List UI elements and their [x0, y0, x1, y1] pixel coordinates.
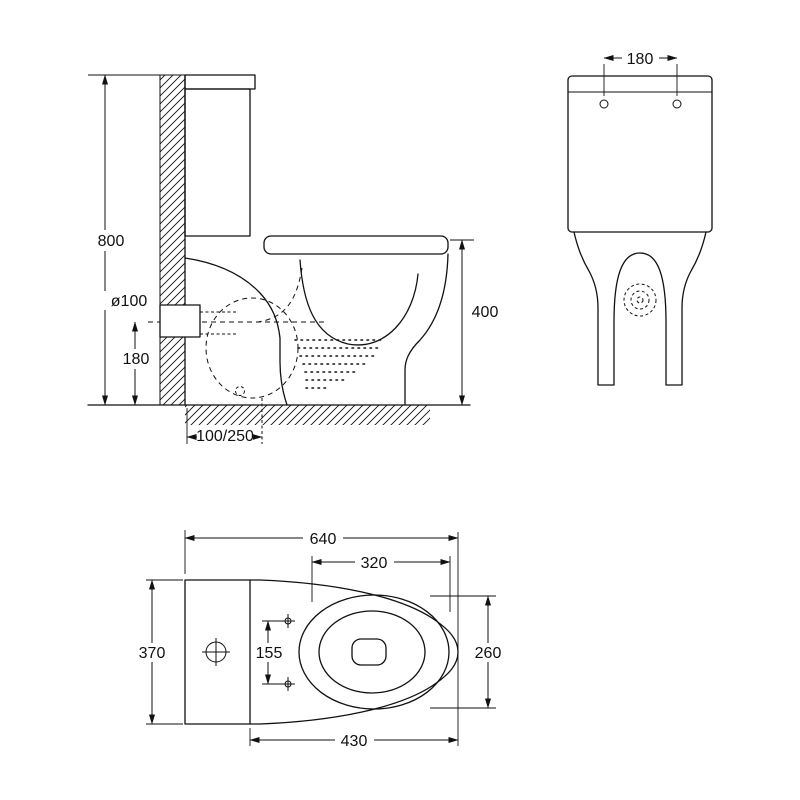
cistern-body-side — [184, 88, 251, 237]
trap-inlet-hidden — [257, 267, 303, 323]
dim-320-label: 320 — [361, 555, 388, 572]
dim-400-label: 400 — [472, 304, 499, 321]
drain-opening — [351, 638, 387, 666]
water-stipple — [294, 339, 384, 389]
wall-hatch — [160, 75, 185, 405]
seat-side — [263, 235, 449, 255]
hinge-hole-bottom — [281, 677, 295, 691]
cistern-front — [567, 75, 713, 233]
dim-180-side-label: 180 — [123, 351, 150, 368]
front-view-dimensions: 180 — [603, 49, 678, 96]
dim-430-label: 430 — [341, 733, 368, 750]
seat-outer — [298, 594, 450, 710]
bolt-hole-right — [672, 99, 682, 109]
side-view — [87, 74, 471, 425]
top-view — [184, 579, 459, 725]
bowl-interior — [299, 259, 419, 346]
side-view-dimensions: 800 ø100 180 400 100/250 — [88, 74, 504, 445]
top-view-dimensions: 640 320 370 155 260 430 — [133, 529, 508, 750]
wall-outlet-pipe — [159, 304, 201, 338]
bolt-hole-left — [599, 99, 609, 109]
dim-outlet-diameter-label: ø100 — [111, 293, 148, 310]
outlet-circle-inner — [630, 290, 650, 310]
floor-hatch — [185, 405, 430, 425]
dim-640-label: 640 — [310, 531, 337, 548]
seat-inner — [318, 610, 426, 694]
dim-370-label: 370 — [139, 645, 166, 662]
outlet-circle-outer — [623, 283, 657, 317]
inlet-symbol — [202, 638, 230, 666]
bowl-exterior-front — [404, 253, 449, 406]
cistern-lid-side — [184, 74, 256, 90]
outlet-circle-center — [636, 296, 644, 304]
dim-155-label: 155 — [256, 645, 283, 662]
trapway-hidden — [205, 297, 299, 399]
bowl-exterior-back — [184, 257, 288, 406]
dim-setout-label: 100/250 — [196, 428, 254, 445]
pedestal-front — [573, 231, 707, 386]
dim-260-label: 260 — [475, 645, 502, 662]
trapway-hole-hidden — [235, 386, 245, 396]
hinge-hole-top — [281, 614, 295, 628]
front-view — [567, 75, 713, 386]
dim-180-front-label: 180 — [627, 51, 654, 68]
dim-800-label: 800 — [98, 233, 125, 250]
